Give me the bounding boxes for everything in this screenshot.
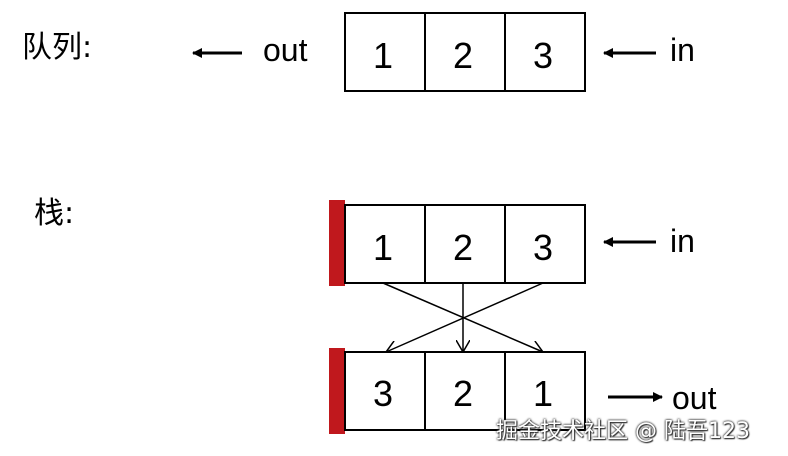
queue-out-label: out (263, 32, 308, 68)
queue-cell-1 (344, 12, 426, 92)
stack-top-cell-3 (504, 204, 586, 284)
stack-bottom-base (329, 348, 345, 434)
queue-cell-3 (504, 12, 586, 92)
queue-cell-3-value: 3 (533, 35, 553, 76)
stack-out-label: out (672, 380, 717, 416)
stack-bottom-cell-1 (344, 351, 426, 431)
stack-top-cell-3-value: 3 (533, 227, 553, 268)
stack-top-base (329, 200, 345, 286)
queue-row: 1 2 3 (192, 12, 656, 92)
arrow-3-to-bottom-left (386, 282, 544, 352)
queue-cell-2 (424, 12, 506, 92)
stack-bottom-row: 3 2 1 (329, 348, 663, 434)
reverse-arrows (382, 282, 544, 352)
stack-top-cell-1-value: 1 (373, 227, 393, 268)
stack-top-cell-2-value: 2 (453, 227, 473, 268)
stack-title: 栈: (34, 196, 75, 231)
stack-in-label: in (670, 223, 695, 259)
queue-title: 队列: (22, 30, 93, 65)
queue-in-label: in (670, 32, 695, 68)
stack-top-row: 1 2 3 (329, 200, 656, 286)
stack-bottom-cell-3-value: 1 (533, 373, 553, 414)
stack-bottom-cell-1-value: 3 (373, 373, 393, 414)
stack-top-cell-1 (344, 204, 426, 284)
stack-bottom-cell-2 (424, 351, 506, 431)
stack-top-cell-2 (424, 204, 506, 284)
queue-cell-2-value: 2 (453, 35, 473, 76)
watermark: 掘金技术社区 @ 陆吾123 (496, 419, 750, 444)
queue-cell-1-value: 1 (373, 35, 393, 76)
stack-bottom-cell-3 (504, 351, 586, 431)
stack-bottom-cell-2-value: 2 (453, 373, 473, 414)
